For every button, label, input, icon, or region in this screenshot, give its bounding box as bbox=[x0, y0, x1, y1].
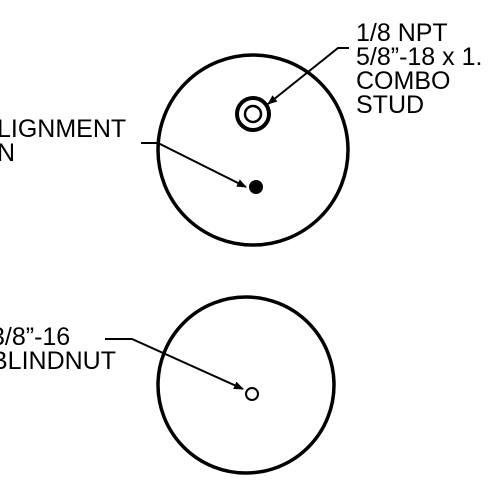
blindnut-hole bbox=[245, 387, 259, 401]
combo-stud-outer-ring bbox=[235, 96, 271, 132]
blindnut-label-line-2: BLINDNUT bbox=[0, 347, 117, 375]
combo-stud-label-line-4: STUD bbox=[356, 91, 425, 119]
combo-stud-inner-ring bbox=[243, 104, 263, 124]
alignment-pin-label: LIGNMENT N bbox=[0, 115, 127, 167]
blindnut-leader-arrow bbox=[105, 338, 244, 390]
combo-stud-label-line-3: COMBO bbox=[356, 67, 451, 95]
alignment-pin-label-line-1: LIGNMENT bbox=[0, 115, 127, 143]
alignment-pin-dot bbox=[249, 180, 263, 194]
combo-stud-leader-arrow bbox=[267, 47, 349, 105]
blindnut-label-line-1: 3/8”-16 bbox=[0, 323, 71, 351]
combo-stud-label-line-2: 5/8”-18 x 1. bbox=[356, 43, 483, 71]
alignment-pin-label-line-2: N bbox=[0, 139, 16, 167]
alignment-pin-leader-arrow bbox=[141, 142, 247, 188]
bottom-plate-outline bbox=[156, 295, 336, 475]
combo-stud-label-line-1: 1/8 NPT bbox=[356, 19, 448, 47]
top-plate-outline bbox=[156, 53, 350, 247]
combo-stud-label: 1/8 NPT 5/8”-18 x 1. COMBO STUD bbox=[356, 19, 483, 119]
blindnut-label: 3/8”-16 BLINDNUT bbox=[0, 323, 117, 375]
